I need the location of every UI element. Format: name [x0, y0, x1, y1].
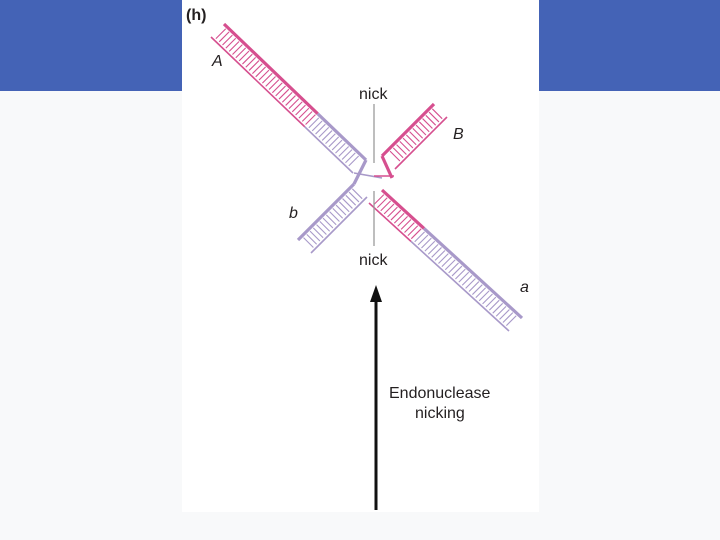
label-A: A [211, 53, 223, 70]
label-nick-top: nick [359, 86, 388, 103]
label-b: b [289, 205, 298, 222]
panel-label: (h) [186, 7, 206, 24]
arrow-up-icon [370, 285, 382, 302]
page-background-right [539, 91, 720, 540]
header-band-right [539, 0, 720, 91]
header-band-left [0, 0, 182, 91]
dna-arm-b [296, 182, 368, 254]
page-background-left [0, 91, 182, 540]
step-caption-line1: Endonuclease [389, 385, 491, 402]
dna-arm-a [368, 188, 524, 332]
holliday-junction-diagram: (h) A B b a nick nick Endonuclease nicki… [186, 7, 529, 510]
step-caption-line2: nicking [415, 405, 465, 422]
label-B: B [453, 126, 464, 143]
label-a: a [520, 279, 529, 296]
holliday-junction-figure: (h) A B b a nick nick Endonuclease nicki… [182, 0, 539, 512]
dna-arm-A [210, 22, 368, 174]
dna-arm-B [380, 102, 448, 170]
junction-crossover [352, 155, 394, 185]
page-background-bottom [0, 512, 720, 540]
label-nick-bottom: nick [359, 252, 388, 269]
